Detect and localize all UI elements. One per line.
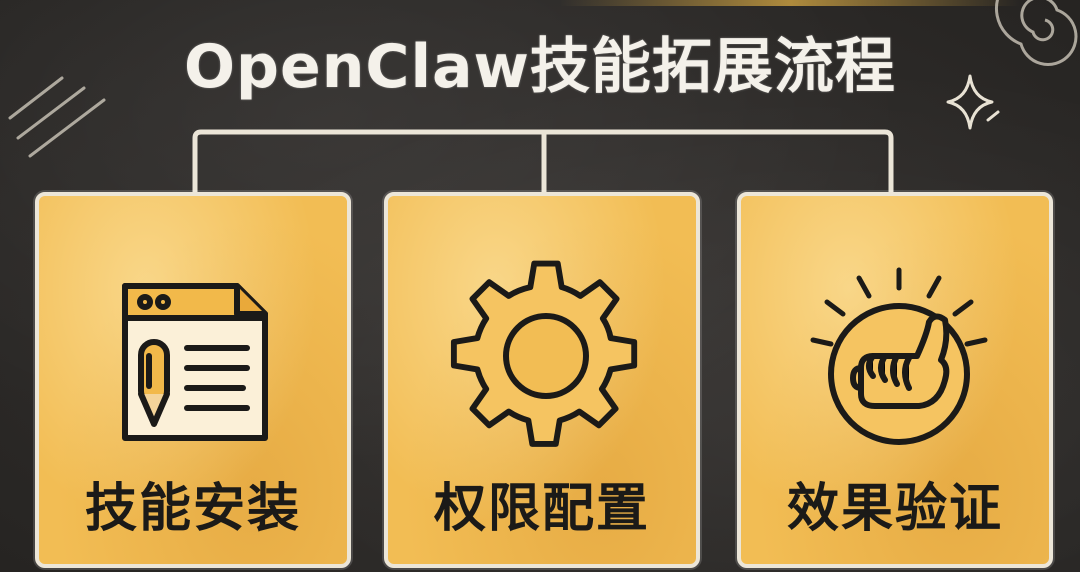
top-highlight-stripe bbox=[560, 0, 1020, 6]
gear-icon bbox=[450, 260, 638, 447]
step-card-effect-verify: 效果验证 bbox=[737, 192, 1053, 568]
step-card-skill-install: 技能安装 bbox=[35, 192, 351, 568]
thumbs-up-icon bbox=[810, 267, 988, 445]
sparkle-icon bbox=[946, 74, 1000, 130]
step-card-permission-config: 权限配置 bbox=[384, 192, 700, 568]
document-pen-icon bbox=[122, 283, 268, 441]
step-label: 技能安装 bbox=[84, 479, 301, 539]
page-title: OpenClaw技能拓展流程 bbox=[184, 32, 896, 102]
chalk-spiral bbox=[994, 0, 1078, 66]
chalk-hatch-left bbox=[8, 76, 106, 158]
step-label: 效果验证 bbox=[786, 479, 1003, 539]
step-label: 权限配置 bbox=[433, 479, 650, 539]
